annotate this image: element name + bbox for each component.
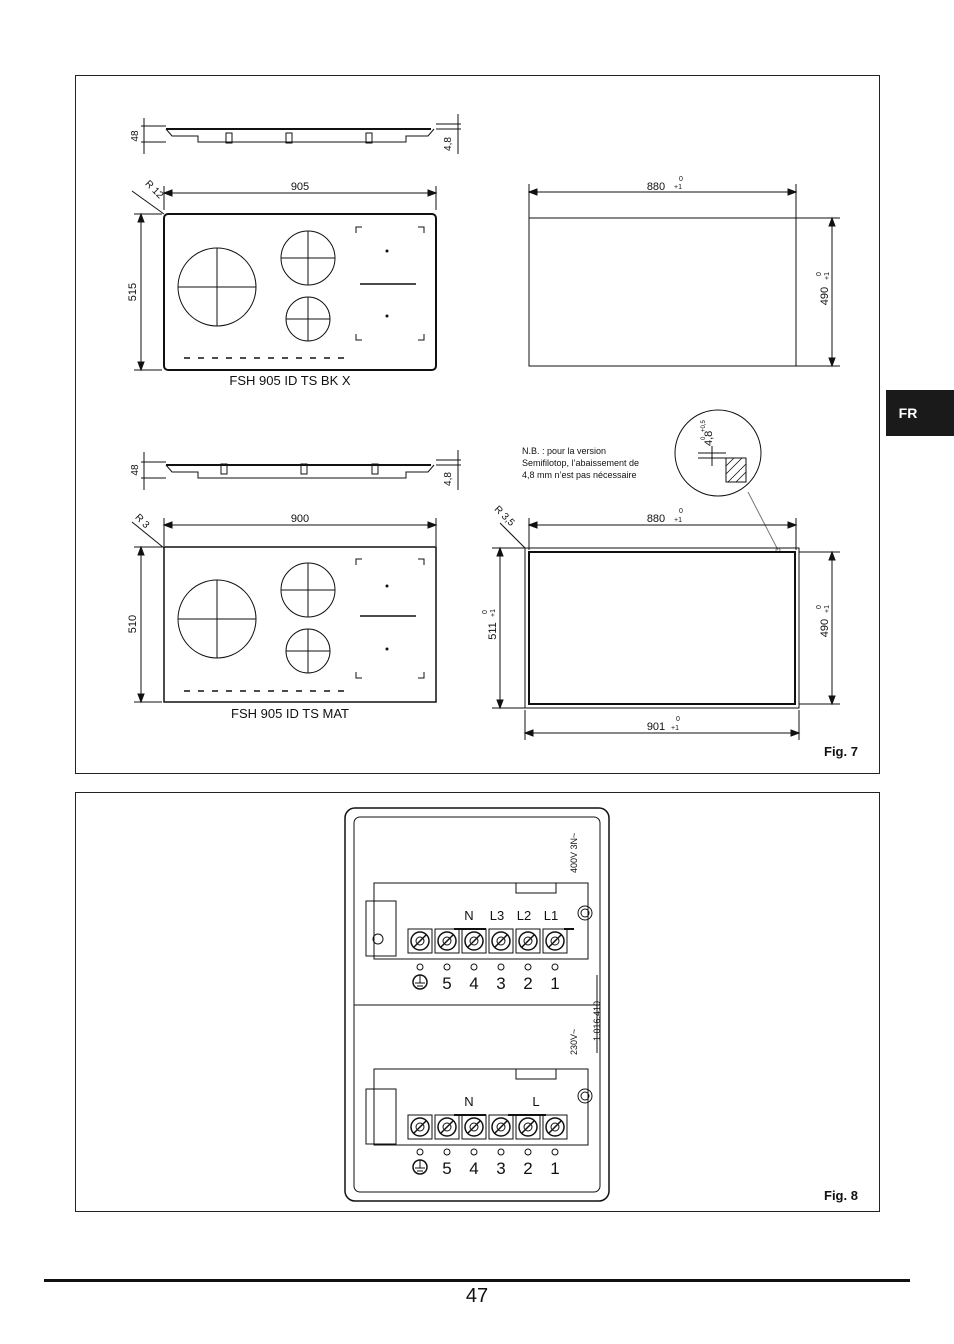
- tolerance-upper: 0: [676, 716, 680, 723]
- figure-7-drawing: 48 4,8 905 R 12 515 FSH 905 ID TS BK X: [127, 114, 840, 740]
- phase-label: L2: [517, 908, 531, 923]
- terminal-screw: [434, 1114, 460, 1140]
- terminal-indicator: [524, 1148, 532, 1156]
- detail-value: 4,8: [703, 431, 715, 446]
- terminal-number: 1: [550, 974, 559, 993]
- top-hob-glass: [163, 213, 437, 371]
- phase-label: L: [532, 1094, 539, 1109]
- figure-7-label: Fig. 7: [824, 744, 858, 759]
- terminal-indicator: [551, 1148, 559, 1156]
- bottom-cutout-width-outer: 901: [647, 721, 665, 733]
- footer-rule: [44, 1279, 910, 1282]
- terminal-screw: [434, 928, 460, 954]
- phase-label: L1: [544, 908, 558, 923]
- terminal-number: 4: [469, 974, 478, 993]
- top-hob-model-name: FSH 905 ID TS BK X: [229, 373, 350, 388]
- bottom-hob-depth: 510: [127, 615, 139, 633]
- note-line-3: 4,8 mm n’est pas nécessaire: [522, 470, 637, 480]
- top-cutout-width: 880: [647, 181, 665, 193]
- tolerance-lower: +1: [824, 272, 831, 280]
- terminal-number: 2: [523, 974, 532, 993]
- ground-icon: [412, 1159, 428, 1175]
- detail-tolerance-zero: 0: [701, 436, 707, 440]
- terminal-number: 4: [469, 1159, 478, 1178]
- terminal-number: 1: [550, 1159, 559, 1178]
- phase-label: N: [464, 908, 473, 923]
- bottom-hob-glass: [163, 546, 437, 703]
- bottom-hob-model-name: FSH 905 ID TS MAT: [231, 706, 349, 721]
- bottom-cutout: [492, 518, 840, 740]
- voltage-1phase-label: 230V~: [569, 1028, 579, 1055]
- terminal-screw: [542, 1114, 568, 1140]
- terminal-indicator: [497, 1148, 505, 1156]
- terminal-number: 5: [442, 1159, 451, 1178]
- terminal-number: 3: [496, 1159, 505, 1178]
- terminal-screw: [488, 1114, 514, 1140]
- bottom-hob-width: 900: [291, 513, 309, 525]
- figure-8-label: Fig. 8: [824, 1188, 858, 1203]
- note-line-1: N.B. : pour la version: [522, 446, 606, 456]
- terminal-indicator: [416, 963, 424, 971]
- bottom-cutout-height-outer: 511: [487, 622, 499, 640]
- terminal-screw: [515, 1114, 541, 1140]
- top-hob-profile: [141, 114, 461, 154]
- bottom-hob-profile: [141, 450, 461, 490]
- terminal-indicator: [524, 963, 532, 971]
- tolerance-lower: +1: [671, 725, 679, 732]
- terminal-screw: [407, 1114, 433, 1140]
- bottom-cutout-width-inner: 880: [647, 513, 665, 525]
- page-number: 47: [465, 1285, 489, 1307]
- tolerance-upper: 0: [816, 272, 823, 276]
- terminal-indicator: [416, 1148, 424, 1156]
- bottom-cutout-radius: R 3,5: [492, 504, 517, 529]
- terminal-indicator: [551, 963, 559, 971]
- part-code: 1.016.410: [592, 1000, 602, 1041]
- bottom-cutout-height-inner: 490: [819, 619, 831, 637]
- top-cutout-height: 490: [819, 287, 831, 305]
- language-tab-fr[interactable]: FR: [886, 390, 954, 436]
- detail-tolerance: +0,5: [701, 419, 707, 432]
- phase-label: N: [464, 1094, 473, 1109]
- terminal-indicator: [470, 963, 478, 971]
- terminal-number: 2: [523, 1159, 532, 1178]
- phase-label: L3: [490, 908, 504, 923]
- top-hob-depth: 515: [127, 283, 139, 301]
- terminal-indicator: [443, 963, 451, 971]
- top-thickness-left: 48: [130, 130, 141, 142]
- top-cutout: [527, 184, 840, 368]
- figure-7-panel: 48 4,8 905 R 12 515 FSH 905 ID TS BK X: [75, 75, 880, 774]
- terminal-screw: [407, 928, 433, 954]
- voltage-3phase-label: 400V 3N~: [569, 832, 579, 873]
- terminal-indicator: [443, 1148, 451, 1156]
- bottom-thickness-right: 4,8: [443, 472, 454, 486]
- tolerance-upper: 0: [816, 605, 823, 609]
- terminal-screw: [461, 928, 487, 954]
- tolerance-upper: 0: [679, 508, 683, 515]
- note-line-2: Semifilotop, l’abaissement de: [522, 458, 639, 468]
- top-hob-radius: R 12: [142, 178, 165, 201]
- tolerance-upper: 0: [482, 610, 489, 614]
- terminal-screw: [515, 928, 541, 954]
- terminal-number: 5: [442, 974, 451, 993]
- figure-8-drawing: [344, 807, 610, 1202]
- top-thickness-right: 4,8: [443, 137, 454, 151]
- terminal-screw: [488, 928, 514, 954]
- detail-callout: [674, 409, 781, 553]
- terminal-screw: [542, 928, 568, 954]
- ground-icon: [412, 974, 428, 990]
- tolerance-lower: +1: [674, 517, 682, 524]
- tolerance-lower: +1: [674, 184, 682, 191]
- terminal-number: 3: [496, 974, 505, 993]
- tolerance-upper: 0: [679, 176, 683, 183]
- terminal-screw: [461, 1114, 487, 1140]
- tolerance-lower: +1: [824, 605, 831, 613]
- terminal-indicator: [470, 1148, 478, 1156]
- terminal-indicator: [497, 963, 505, 971]
- top-hob-width: 905: [291, 181, 309, 193]
- bottom-hob-radius: R 3: [132, 512, 151, 531]
- bottom-thickness-left: 48: [130, 464, 141, 476]
- tolerance-lower: +1: [490, 609, 497, 617]
